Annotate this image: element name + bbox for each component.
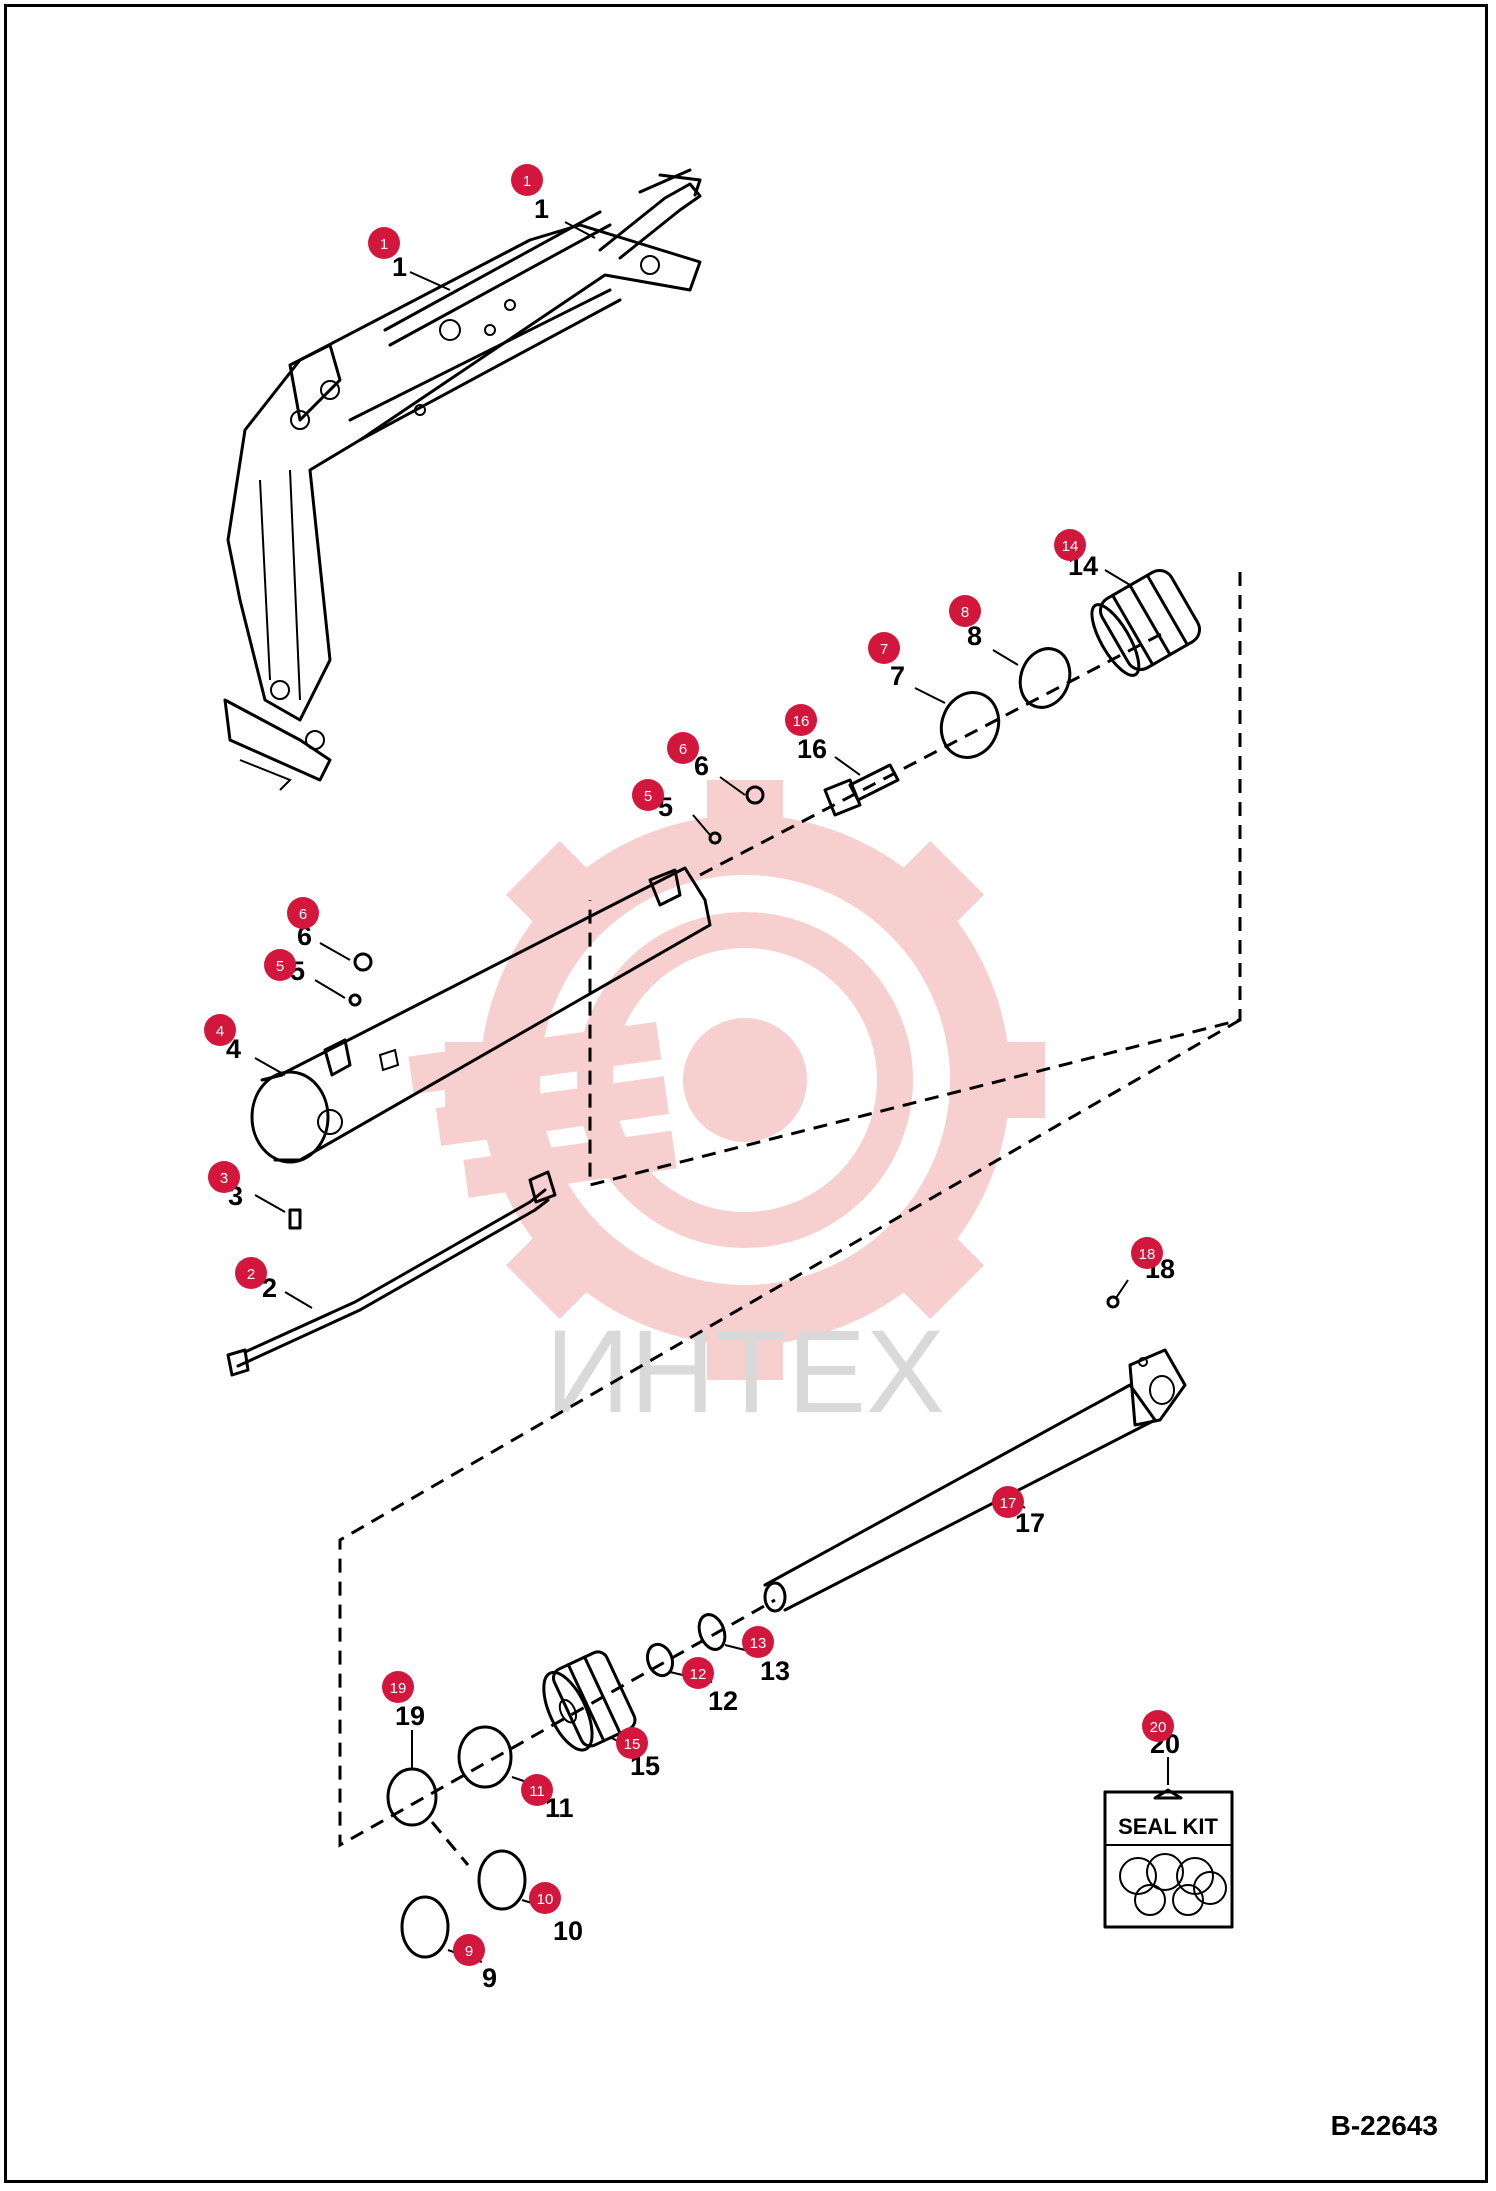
svg-text:2: 2 xyxy=(247,1266,255,1283)
grease-fitting-18 xyxy=(1106,1295,1120,1309)
callout-12-number: 12 xyxy=(708,1686,738,1716)
svg-text:20: 20 xyxy=(1150,1719,1167,1736)
svg-text:15: 15 xyxy=(624,1736,641,1753)
svg-text:12: 12 xyxy=(690,1666,707,1683)
washer-5-lower xyxy=(348,993,362,1007)
callout-1a-number: 1 xyxy=(534,194,549,224)
svg-text:11: 11 xyxy=(529,1783,545,1800)
callout-5a-badge: 5 xyxy=(632,779,664,811)
assembly-path-upper xyxy=(588,572,1242,1187)
o-ring-8 xyxy=(1018,647,1072,709)
callout-6a-badge: 6 xyxy=(667,732,699,764)
callout-9-number: 9 xyxy=(482,1963,497,1993)
svg-text:5: 5 xyxy=(644,788,652,805)
svg-text:13: 13 xyxy=(750,1635,767,1652)
callout-16-badge: 16 xyxy=(785,704,817,736)
callout-18-badge: 18 xyxy=(1131,1237,1163,1269)
svg-text:8: 8 xyxy=(961,604,969,621)
washer-5-upper xyxy=(708,831,722,845)
callout-1a-badge: 1 xyxy=(511,164,543,196)
assembly-path-barrel xyxy=(699,630,1166,877)
svg-text:19: 19 xyxy=(390,1680,407,1697)
callout-2-badge: 2 xyxy=(235,1257,267,1289)
watermark-gear-icon xyxy=(408,780,1045,1380)
svg-text:4: 4 xyxy=(216,1023,224,1040)
seal-kit-label: SEAL KIT xyxy=(1118,1814,1218,1839)
drawing-number: B-22643 xyxy=(1331,2110,1438,2141)
callout-7-badge: 7 xyxy=(868,632,900,664)
callout-13-badge: 13 xyxy=(742,1626,774,1658)
callout-12-badge: 12 xyxy=(682,1657,714,1689)
callout-8-number: 8 xyxy=(967,621,982,651)
callout-badges: 1 1 14 8 7 16 6 5 6 5 4 3 2 18 17 13 12 … xyxy=(204,164,1174,1966)
callout-10-number: 10 xyxy=(553,1916,583,1946)
callout-2-number: 2 xyxy=(262,1273,277,1303)
gland-part xyxy=(1090,568,1202,677)
backhoe-boom-illustration xyxy=(223,168,702,791)
callout-17-number: 17 xyxy=(1015,1508,1045,1538)
seal-kit-box xyxy=(1103,1788,1234,1929)
callout-3-badge: 3 xyxy=(208,1161,240,1193)
callout-4-badge: 4 xyxy=(204,1014,236,1046)
svg-text:5: 5 xyxy=(276,958,284,975)
bolt-part xyxy=(823,763,900,817)
callout-19-number: 19 xyxy=(395,1701,425,1731)
svg-text:7: 7 xyxy=(880,641,888,658)
o-ring-11 xyxy=(457,1725,513,1789)
piston-rod-part xyxy=(763,1348,1187,1613)
callout-10-badge: 10 xyxy=(529,1882,561,1914)
watermark-text: ИНТЕХ xyxy=(545,1306,945,1438)
svg-text:14: 14 xyxy=(1062,538,1079,555)
drawing-frame xyxy=(4,4,1488,2183)
svg-text:1: 1 xyxy=(380,236,388,253)
o-ring-10 xyxy=(477,1849,527,1911)
o-ring-7 xyxy=(939,691,1001,759)
callout-15-badge: 15 xyxy=(616,1727,648,1759)
plug-6-lower xyxy=(353,952,373,972)
svg-text:17: 17 xyxy=(1000,1495,1017,1512)
svg-text:10: 10 xyxy=(537,1891,554,1908)
callout-13-number: 13 xyxy=(760,1656,790,1686)
svg-text:6: 6 xyxy=(679,741,687,758)
hydraulic-tube-part xyxy=(226,1170,557,1377)
ring-13 xyxy=(697,1613,727,1651)
callout-5b-badge: 5 xyxy=(264,949,296,981)
svg-text:18: 18 xyxy=(1139,1246,1156,1263)
callout-20-badge: 20 xyxy=(1142,1710,1174,1742)
svg-text:16: 16 xyxy=(793,713,810,730)
o-ring-9 xyxy=(400,1895,450,1959)
callout-7-number: 7 xyxy=(890,661,905,691)
callout-17-badge: 17 xyxy=(992,1486,1024,1518)
callout-19-badge: 19 xyxy=(382,1671,414,1703)
callout-9-badge: 9 xyxy=(453,1934,485,1966)
callout-1b-number: 1 xyxy=(392,252,407,282)
svg-text:6: 6 xyxy=(299,906,307,923)
assembly-path-rings xyxy=(430,1821,470,1866)
callout-1b-badge: 1 xyxy=(368,227,400,259)
o-ring-19 xyxy=(386,1767,438,1827)
callout-14-badge: 14 xyxy=(1054,529,1086,561)
callout-11-badge: 11 xyxy=(521,1774,553,1806)
ring-12 xyxy=(645,1642,675,1678)
cylinder-barrel-part xyxy=(250,866,712,1164)
plug-6-upper xyxy=(745,785,765,805)
svg-text:1: 1 xyxy=(523,173,531,190)
callout-6b-badge: 6 xyxy=(287,897,319,929)
callout-8-badge: 8 xyxy=(949,595,981,627)
callout-16-number: 16 xyxy=(797,734,827,764)
assembly-path-lower xyxy=(338,1018,1241,1848)
callout-6a-number: 6 xyxy=(694,751,709,781)
svg-text:3: 3 xyxy=(220,1170,228,1187)
fitting-3 xyxy=(288,1208,302,1230)
svg-text:9: 9 xyxy=(465,1943,473,1960)
